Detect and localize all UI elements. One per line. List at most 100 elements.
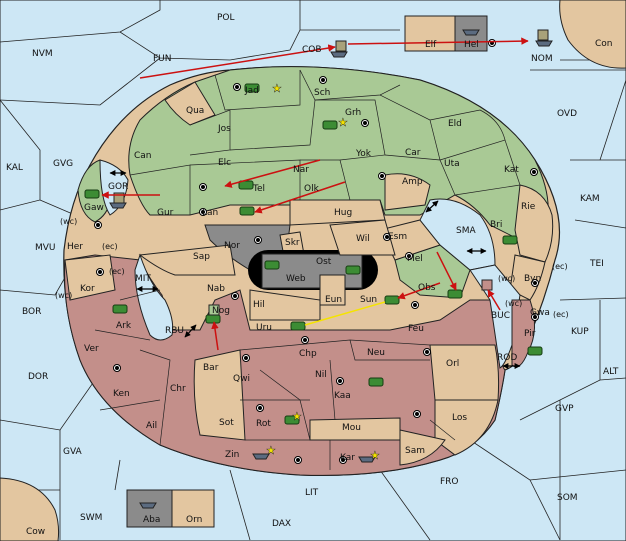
- army-unit[interactable]: [239, 206, 255, 216]
- supply-center: [242, 354, 250, 362]
- sea-label-sma: SMA: [456, 226, 476, 236]
- supply-center: [531, 313, 539, 321]
- fleet-unit[interactable]: [535, 40, 553, 47]
- sea-label-nom: NOM: [531, 54, 553, 64]
- province-borders: [94, 69, 521, 470]
- army-unit[interactable]: [384, 295, 400, 305]
- supply-center: [294, 456, 302, 464]
- land-label-pir: Pir: [524, 329, 536, 339]
- land-label-skr: Skr: [285, 238, 300, 248]
- fleet-unit[interactable]: [252, 453, 270, 460]
- zone-green: [128, 66, 549, 241]
- fleet-unit[interactable]: [358, 456, 376, 463]
- supply-center: [336, 377, 344, 385]
- army-unit[interactable]: [502, 235, 518, 245]
- land-label-car: Car: [405, 148, 421, 158]
- supply-center: [199, 208, 207, 216]
- land-sot[interactable]: [193, 349, 246, 441]
- land-label-tel: Tel: [252, 184, 265, 194]
- sea-label-buc: BUC: [491, 311, 510, 321]
- land-label-ver: Ver: [84, 344, 99, 354]
- army-unit[interactable]: [244, 83, 260, 93]
- army-unit[interactable]: [447, 289, 463, 299]
- army-unit[interactable]: [264, 260, 280, 270]
- passage-arrows: [109, 170, 521, 369]
- land-label-rot: Rot: [256, 419, 271, 429]
- land-label-nog: Nog: [212, 306, 230, 316]
- land-label-yok: Yok: [355, 149, 372, 159]
- land-label-gaw: Gaw: [84, 203, 104, 213]
- land-los[interactable]: [434, 399, 499, 456]
- land-orl[interactable]: [429, 344, 500, 401]
- army-unit[interactable]: [368, 377, 384, 387]
- land-eun[interactable]: [319, 274, 346, 306]
- army-unit[interactable]: [112, 304, 128, 314]
- land-qua[interactable]: [164, 81, 216, 126]
- fleet-unit[interactable]: [139, 502, 157, 509]
- supply-center: [231, 292, 239, 300]
- land-label-ark: Ark: [116, 321, 132, 331]
- supply-center: [378, 172, 386, 180]
- land-wil[interactable]: [329, 219, 396, 256]
- land-label-jos: Jos: [217, 124, 231, 134]
- supply-center: [94, 221, 102, 229]
- land-label-amp: Amp: [402, 177, 423, 187]
- sea-label-con: Con: [595, 39, 613, 49]
- army-unit[interactable]: [84, 189, 100, 199]
- units[interactable]: ★ ★ ★ ★ ★: [84, 29, 553, 509]
- land-label-her: Her: [67, 242, 83, 252]
- coast-tag: (wc): [55, 291, 72, 300]
- land-her[interactable]: [64, 254, 116, 301]
- land-elf[interactable]: [404, 15, 456, 52]
- supply-center: [199, 183, 207, 191]
- fleet-unit[interactable]: [330, 51, 348, 58]
- fleet-unit[interactable]: [109, 202, 127, 209]
- army-unit[interactable]: [284, 415, 300, 425]
- land-label-ail: Ail: [146, 421, 157, 431]
- land-orn[interactable]: [171, 489, 215, 528]
- land-label-elc: Elc: [218, 158, 231, 168]
- land-label-elf: Elf: [425, 40, 437, 50]
- land-label-aba: Aba: [143, 515, 160, 525]
- sea-label-dax: DAX: [272, 519, 291, 529]
- supply-centers: [94, 39, 539, 464]
- sea-label-gva: GVA: [63, 447, 83, 457]
- army-unit[interactable]: [527, 346, 543, 356]
- land-label-nab: Nab: [207, 284, 225, 294]
- land-con[interactable]: [559, 0, 626, 69]
- army-unit[interactable]: [205, 314, 221, 324]
- land-label-uta: Uta: [444, 159, 460, 169]
- sea-label-cow: Cow: [26, 527, 45, 537]
- sea-labels: POL NVM FUN Con OVD KAL GVG KAM MVU TEI …: [6, 13, 619, 537]
- sea-label-mit: MIT: [135, 274, 151, 284]
- star-icon: ★: [338, 116, 348, 129]
- sea-label-gvp: GVP: [555, 404, 574, 414]
- land-sam[interactable]: [399, 429, 446, 466]
- supply-center: [254, 236, 262, 244]
- fleet-unit[interactable]: [462, 29, 480, 36]
- sea-label-alt: ALT: [603, 367, 619, 377]
- land-label-sun: Sun: [360, 295, 377, 305]
- army-unit[interactable]: [322, 120, 338, 130]
- land-label-wil: Wil: [356, 234, 370, 244]
- sea-label-gvg: GVG: [53, 159, 73, 169]
- supply-center: [383, 233, 391, 241]
- land-label-hil: Hil: [253, 300, 265, 310]
- unit-box: [481, 279, 493, 291]
- unit-box: [208, 304, 220, 316]
- land-label-qua: Qua: [186, 106, 204, 116]
- coast-tag: (wc): [60, 217, 77, 226]
- supply-center: [301, 336, 309, 344]
- land-sap[interactable]: [138, 244, 236, 276]
- star-icon: ★: [272, 82, 282, 95]
- sea-label-kup: KUP: [571, 327, 589, 337]
- land-label-sch: Sch: [314, 88, 330, 98]
- army-unit[interactable]: [290, 321, 306, 331]
- sea-label-cob: COB: [302, 45, 322, 55]
- army-unit[interactable]: [345, 265, 361, 275]
- supply-center: [113, 364, 121, 372]
- land-cow[interactable]: [0, 477, 60, 541]
- land-label-kat: Kat: [504, 165, 519, 175]
- sea-label-lit: LIT: [305, 488, 319, 498]
